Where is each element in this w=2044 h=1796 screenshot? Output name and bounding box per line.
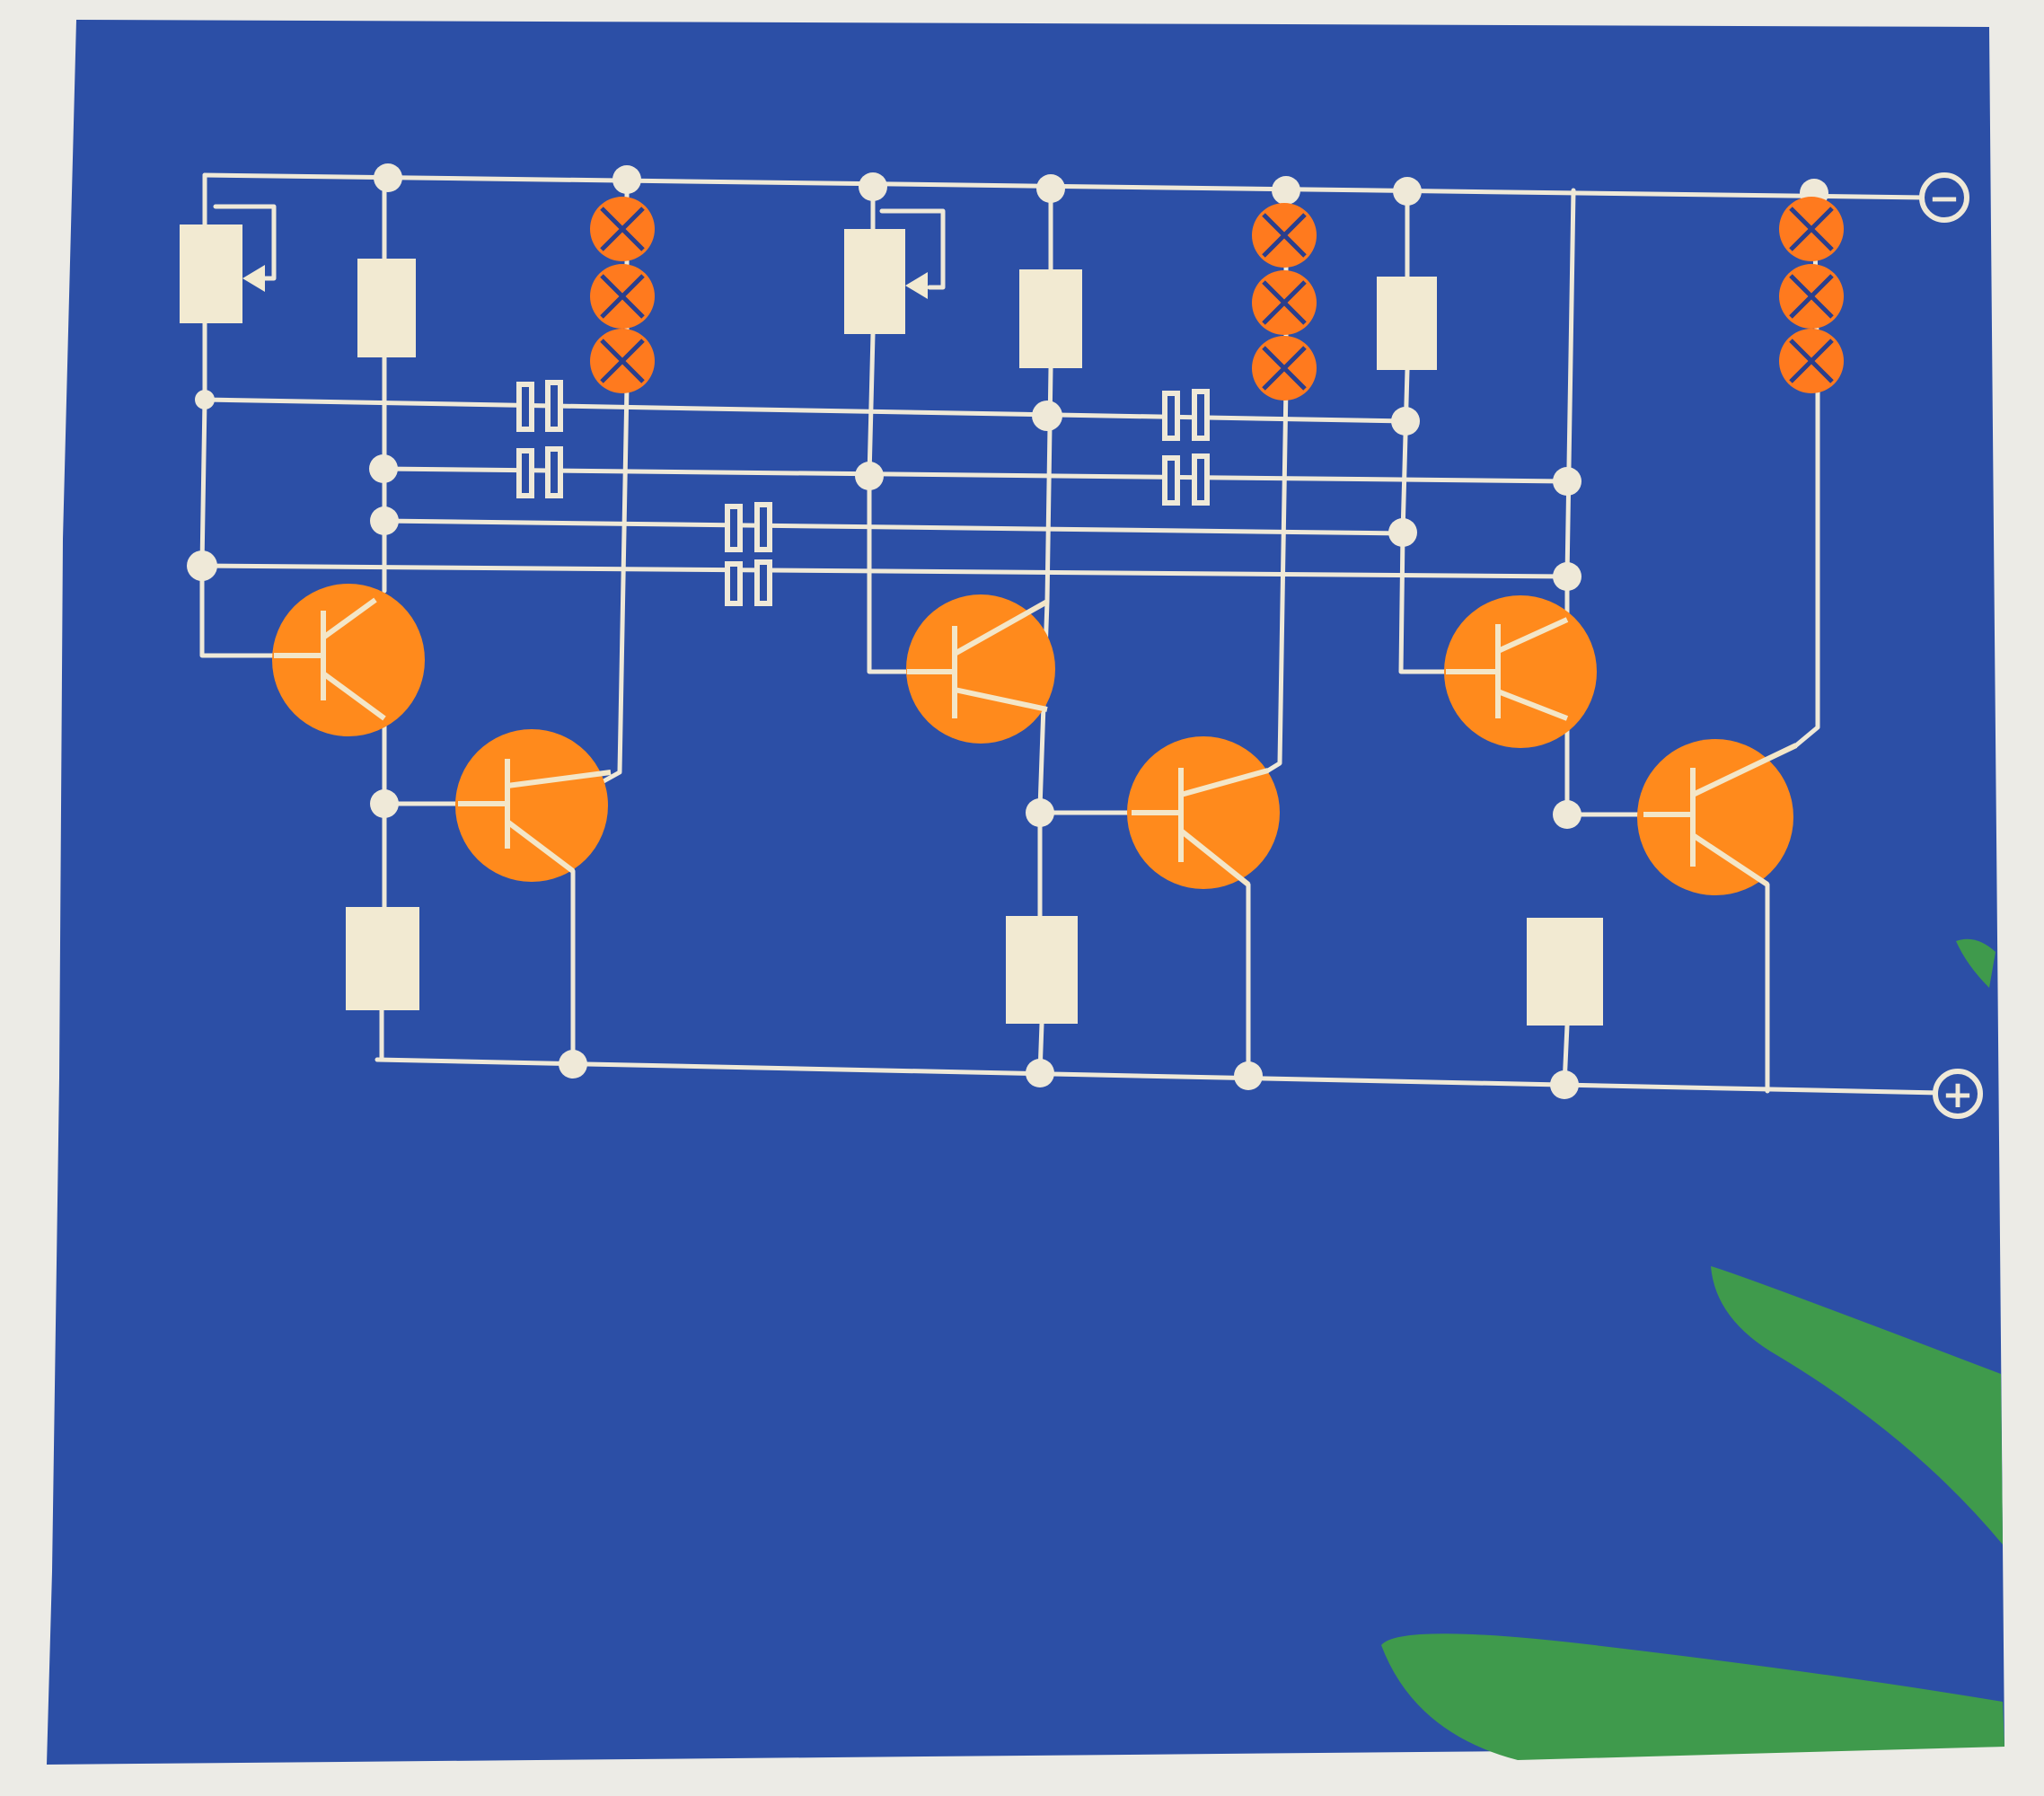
junction-dot — [1032, 401, 1062, 431]
lamp-string-1 — [590, 197, 655, 393]
resistor-icon — [346, 907, 419, 1010]
lamp-icon — [1779, 264, 1844, 329]
bus-line-3 — [379, 518, 1405, 536]
lamp-string-3 — [1779, 197, 1844, 393]
resistors — [180, 224, 1603, 1026]
leaf-bottom — [1381, 1633, 2004, 1760]
junction-dot — [1393, 177, 1422, 206]
junction-dot — [1026, 1059, 1054, 1087]
junctions — [187, 163, 1828, 1099]
resistor-icon — [1377, 277, 1437, 370]
transistor-icon — [455, 729, 612, 882]
lamp-icon — [590, 329, 655, 393]
potentiometer-icon — [844, 229, 905, 334]
transistor-icon — [272, 584, 425, 736]
negative-terminal: − — [1919, 172, 1969, 223]
leaf-top — [1956, 938, 1996, 988]
junction-dot — [1550, 1070, 1579, 1099]
junction-dot — [187, 550, 217, 581]
potentiometer-icon — [180, 224, 242, 323]
junction-dot — [1391, 407, 1420, 436]
transistor-icon — [1637, 739, 1798, 895]
transistor-icon — [1127, 736, 1280, 889]
junction-dot — [369, 454, 398, 483]
capacitor-icon — [516, 380, 563, 432]
positive-terminal: + — [1933, 1069, 1983, 1119]
lamp-icon — [1252, 336, 1317, 401]
junction-dot — [370, 506, 399, 535]
junction-dot — [1026, 798, 1054, 827]
transistor-icon — [906, 594, 1055, 744]
junction-dot — [1388, 518, 1417, 547]
leaf-middle — [1711, 1266, 2003, 1545]
positive-terminal-symbol: + — [1942, 1072, 1973, 1116]
capacitors — [516, 380, 1210, 606]
capacitor-icon — [725, 502, 772, 552]
junction-dot — [859, 172, 887, 201]
leaves — [1381, 938, 2004, 1760]
lamp-icon — [590, 197, 655, 261]
lamp-icon — [1252, 270, 1317, 335]
lamp-icon — [1252, 203, 1317, 268]
junction-dot — [1234, 1061, 1263, 1090]
positive-rail — [374, 1057, 1943, 1096]
pot-arrow-icon — [242, 265, 265, 292]
stage2-pot-wiper-wire — [879, 208, 946, 290]
stage2-pot-bottom-wire — [867, 331, 946, 674]
stage1-pot-wiper-wire — [213, 204, 277, 281]
resistor-icon — [1006, 916, 1078, 1024]
stage3-r1-down-wire — [1398, 367, 1450, 674]
junction-dot — [855, 462, 884, 490]
junction-dot — [612, 165, 641, 194]
resistor-icon — [1019, 269, 1082, 368]
capacitor-icon — [1162, 389, 1210, 441]
bus-line-2 — [379, 466, 1568, 484]
junction-dot — [1553, 467, 1581, 496]
junction-dot — [1553, 800, 1581, 829]
capacitor-icon — [1162, 453, 1210, 506]
lamps — [590, 197, 1844, 401]
resistor-icon — [357, 259, 416, 357]
capacitor-icon — [725, 559, 772, 606]
bus-line-4 — [199, 563, 1570, 579]
junction-dot — [1036, 174, 1065, 203]
blue-board — [47, 20, 2004, 1765]
lamp-icon — [1779, 329, 1844, 393]
lamp-icon — [1779, 197, 1844, 261]
junction-dot — [374, 163, 402, 192]
negative-terminal-symbol: − — [1928, 176, 1960, 220]
junction-dot — [1553, 562, 1581, 591]
resistor-icon — [1527, 918, 1603, 1026]
junction-dot — [195, 390, 215, 409]
lamp-string-2 — [1252, 203, 1317, 401]
capacitor-icon — [516, 446, 563, 498]
junction-dot — [559, 1050, 587, 1078]
transistors — [272, 584, 1798, 895]
negative-rail — [202, 172, 1928, 200]
lamp-icon — [590, 264, 655, 329]
junction-dot — [1272, 176, 1300, 205]
transistor-icon — [1444, 595, 1597, 748]
pot-arrow-icon — [905, 272, 928, 299]
junction-dot — [370, 789, 399, 818]
